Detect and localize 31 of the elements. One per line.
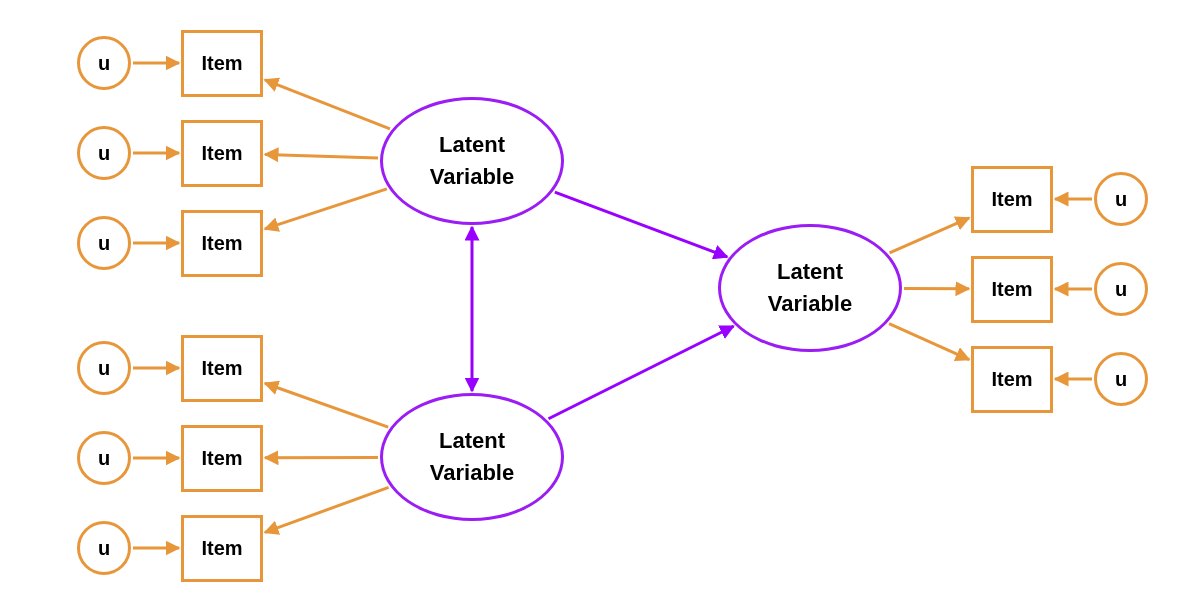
arrow: [263, 485, 390, 535]
latent-variable-ellipse: Latent Variable: [380, 393, 564, 521]
arrow: [133, 450, 181, 466]
arrow: [263, 187, 388, 232]
arrow: [1053, 191, 1092, 207]
arrow: [904, 281, 971, 297]
item-box: Item: [971, 165, 1053, 233]
latent-variable-ellipse: Latent Variable: [718, 224, 902, 352]
item-box: Item: [181, 209, 263, 277]
item-box: Item: [181, 514, 263, 582]
item-box: Item: [181, 334, 263, 402]
arrow: [133, 540, 181, 556]
arrow: [133, 55, 181, 71]
item-box: Item: [181, 424, 263, 492]
arrow: [133, 360, 181, 376]
arrow: [263, 450, 378, 466]
arrow: [263, 380, 389, 429]
arrow: [263, 147, 379, 163]
arrow: [133, 145, 181, 161]
item-box: Item: [971, 255, 1053, 323]
item-box: Item: [181, 119, 263, 187]
arrow: [464, 225, 480, 393]
latent-variable-ellipse: Latent Variable: [380, 97, 564, 225]
arrow: [1053, 281, 1092, 297]
arrow: [554, 190, 729, 260]
item-box: Item: [181, 29, 263, 97]
arrow: [888, 322, 971, 362]
arrow: [263, 77, 391, 131]
arrow: [1053, 371, 1092, 387]
item-box: Item: [971, 345, 1053, 413]
arrow: [133, 235, 181, 251]
